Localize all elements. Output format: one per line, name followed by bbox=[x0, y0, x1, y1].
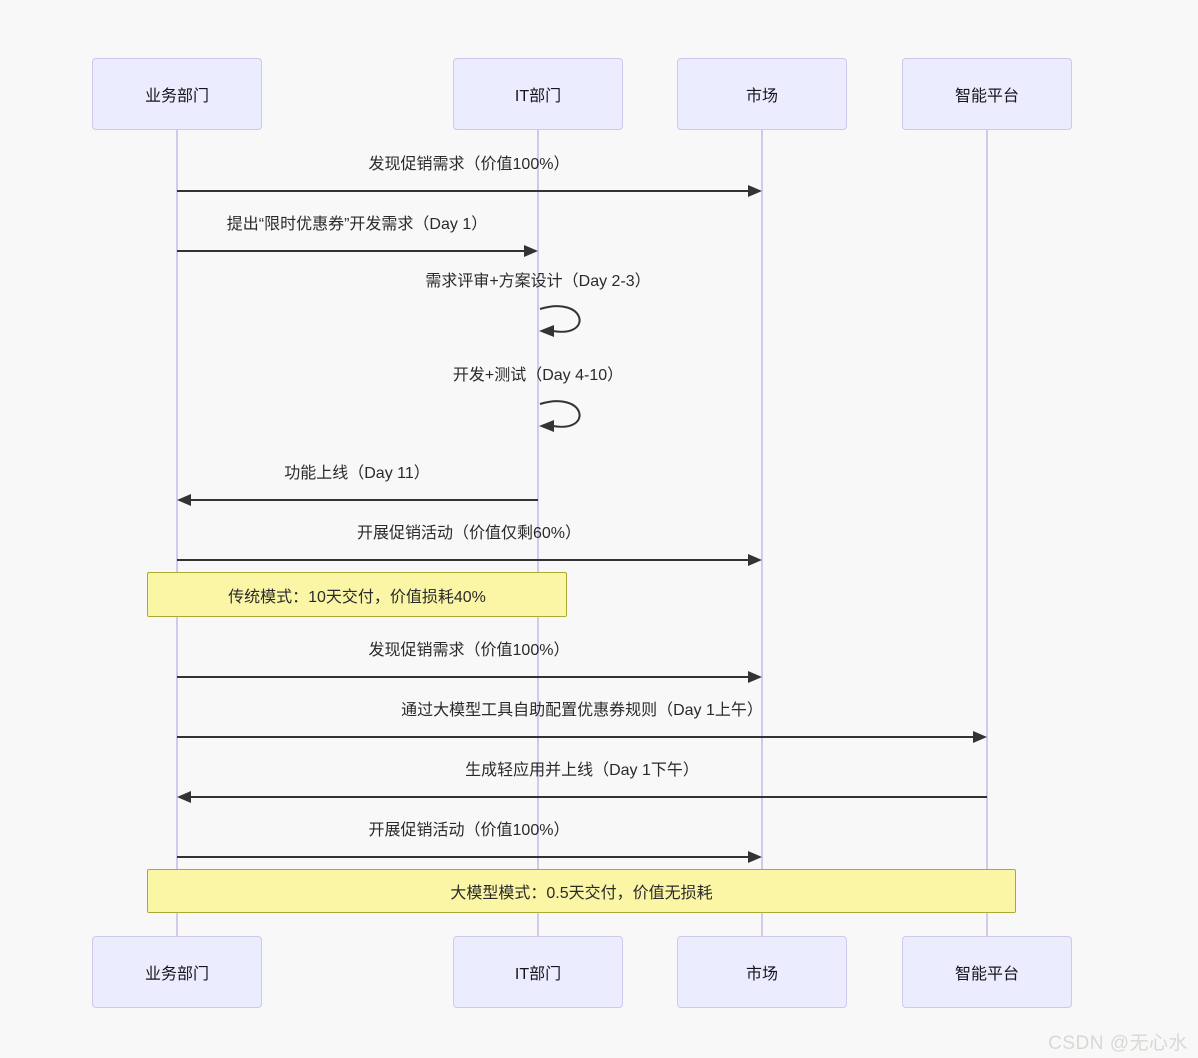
actor-box-market-top: 市场 bbox=[677, 58, 847, 130]
arrowhead-right-icon bbox=[748, 671, 762, 683]
note-traditional-mode: 传统模式：10天交付，价值损耗40% bbox=[147, 572, 567, 617]
arrow-shaft bbox=[177, 676, 752, 678]
message-arrow bbox=[177, 731, 987, 743]
actor-label: 智能平台 bbox=[954, 966, 1019, 983]
message-label: 开发+测试（Day 4-10） bbox=[452, 367, 624, 384]
actor-box-business-bottom: 业务部门 bbox=[92, 936, 262, 1008]
arrow-shaft bbox=[177, 736, 977, 738]
note-label: 传统模式：10天交付，价值损耗40% bbox=[228, 588, 486, 606]
actor-box-platform-top: 智能平台 bbox=[902, 58, 1072, 130]
arrow-shaft bbox=[177, 190, 752, 192]
actor-label: IT部门 bbox=[514, 88, 562, 105]
lifeline-business bbox=[176, 130, 178, 936]
arrowhead-right-icon bbox=[748, 554, 762, 566]
actor-label: IT部门 bbox=[514, 966, 562, 983]
actor-box-market-bottom: 市场 bbox=[677, 936, 847, 1008]
note-label: 大模型模式：0.5天交付，价值无损耗 bbox=[450, 885, 713, 902]
message-label: 功能上线（Day 11） bbox=[284, 465, 430, 482]
actor-box-business-top: 业务部门 bbox=[92, 58, 262, 130]
message-arrow bbox=[177, 245, 538, 257]
actor-box-it-top: IT部门 bbox=[453, 58, 623, 130]
actor-label: 市场 bbox=[745, 966, 778, 983]
message-arrow bbox=[177, 554, 762, 566]
message-label: 发现促销需求（价值100%） bbox=[368, 642, 570, 659]
arrowhead-left-icon bbox=[177, 494, 191, 506]
message-arrow bbox=[177, 671, 762, 683]
message-label: 通过大模型工具自助配置优惠券规则（Day 1上午） bbox=[401, 702, 763, 719]
message-label: 生成轻应用并上线（Day 1下午） bbox=[465, 762, 699, 779]
message-label: 需求评审+方案设计（Day 2-3） bbox=[425, 273, 651, 290]
message-arrow bbox=[177, 185, 762, 197]
message-arrow bbox=[177, 494, 538, 506]
lifeline-platform bbox=[986, 130, 988, 936]
actor-label: 市场 bbox=[745, 88, 778, 105]
message-label: 发现促销需求（价值100%） bbox=[368, 156, 570, 173]
note-llm-mode: 大模型模式：0.5天交付，价值无损耗 bbox=[147, 869, 1016, 913]
arrowhead-left-icon bbox=[177, 791, 191, 803]
arrow-shaft bbox=[177, 250, 528, 252]
arrowhead-right-icon bbox=[524, 245, 538, 257]
lifeline-it bbox=[537, 130, 539, 936]
message-label: 提出“限时优惠券”开发需求（Day 1） bbox=[226, 216, 488, 233]
message-arrow bbox=[177, 791, 987, 803]
self-loop-arrow-icon bbox=[539, 400, 581, 432]
self-loop-arrow-icon bbox=[539, 305, 581, 337]
arrow-shaft bbox=[177, 856, 752, 858]
csdn-watermark: CSDN @无心水 bbox=[1048, 1033, 1188, 1054]
actor-label: 智能平台 bbox=[954, 88, 1019, 105]
actor-label: 业务部门 bbox=[144, 88, 209, 105]
actor-box-it-bottom: IT部门 bbox=[453, 936, 623, 1008]
message-label: 开展促销活动（价值仅剩60%） bbox=[356, 525, 582, 542]
lifeline-market bbox=[761, 130, 763, 936]
arrow-shaft bbox=[187, 499, 538, 501]
message-arrow bbox=[177, 851, 762, 863]
arrowhead-right-icon bbox=[973, 731, 987, 743]
arrow-shaft bbox=[177, 559, 752, 561]
message-label: 开展促销活动（价值100%） bbox=[368, 822, 570, 839]
actor-box-platform-bottom: 智能平台 bbox=[902, 936, 1072, 1008]
actor-label: 业务部门 bbox=[144, 966, 209, 983]
arrowhead-right-icon bbox=[748, 851, 762, 863]
arrow-shaft bbox=[187, 796, 987, 798]
arrowhead-right-icon bbox=[748, 185, 762, 197]
